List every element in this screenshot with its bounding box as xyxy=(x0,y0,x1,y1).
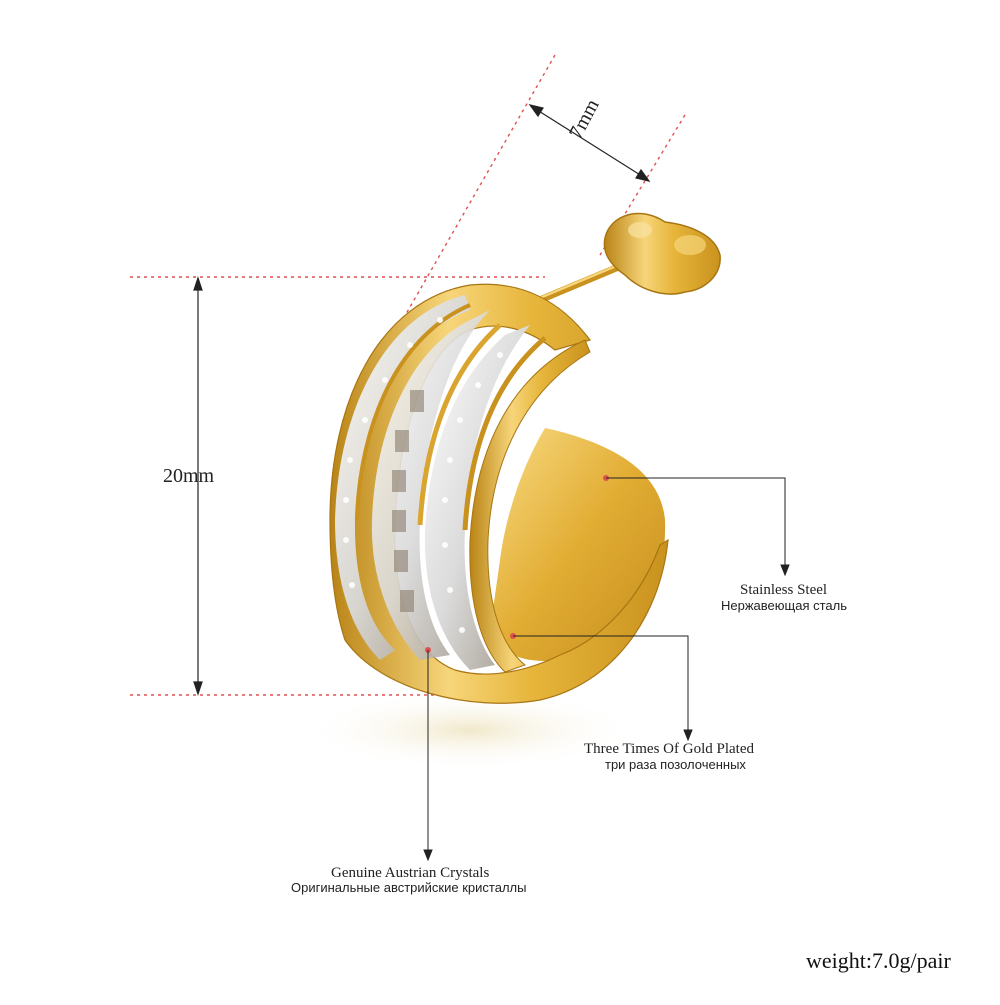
earring-hoop xyxy=(329,283,669,704)
width-dimension-arrow xyxy=(528,104,651,182)
inner-gold-surface xyxy=(490,428,666,661)
callout-lines xyxy=(423,475,790,862)
plating-label-ru: три раза позолоченных xyxy=(605,757,746,772)
plating-label: Three Times Of Gold Plated xyxy=(584,741,754,757)
earring-shadow xyxy=(300,690,640,770)
weight-label: weight:7.0g/pair xyxy=(806,948,951,973)
plating-callout-line xyxy=(513,635,689,735)
steel-label: Stainless Steel xyxy=(740,582,828,598)
inner-crystal-row xyxy=(424,325,530,670)
crystal-label-ru: Оригинальные австрийские кристаллы xyxy=(291,880,527,895)
baguette-crystal-row xyxy=(371,310,490,660)
height-dimension-arrow xyxy=(193,276,203,696)
steel-callout-line xyxy=(606,477,786,570)
height-dimension-label: 20mm xyxy=(163,465,215,487)
outer-crystal-row xyxy=(335,295,470,660)
steel-label-ru: Нержавеющая сталь xyxy=(721,598,847,613)
crystal-label: Genuine Austrian Crystals xyxy=(331,865,490,881)
butterfly-back xyxy=(603,212,721,295)
